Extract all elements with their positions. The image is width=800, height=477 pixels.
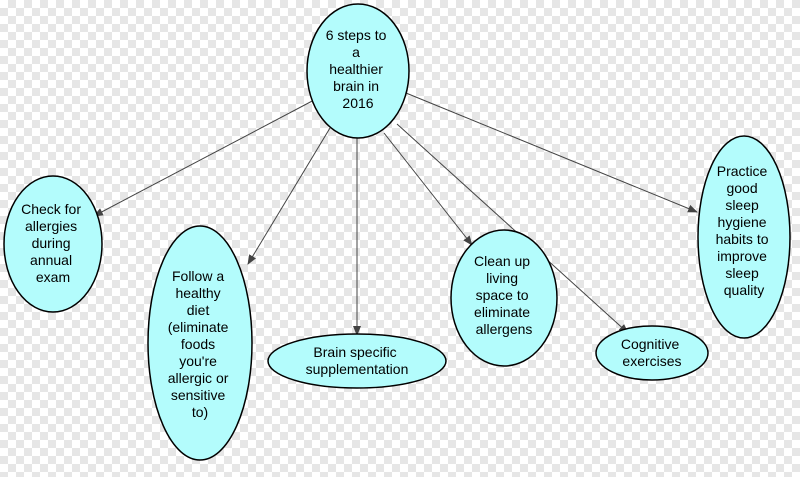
node-cognitive-line: exercises — [622, 353, 681, 369]
node-cognitive-line: Cognitive — [621, 336, 680, 352]
edge-center-to-diet — [247, 127, 331, 265]
edge-center-to-cognitive — [396, 123, 629, 334]
node-clean: Clean up living space to eliminate aller… — [450, 229, 558, 367]
node-sleep-line: quality — [724, 282, 764, 298]
node-center-line: healthier — [329, 61, 383, 77]
node-allergies-line: during — [32, 235, 71, 251]
node-diet-line: Follow a — [172, 268, 224, 284]
svg-text:Follow a healthy d: Follow a healthy diet (eliminate foods y… — [168, 268, 233, 420]
node-diet-line: allergic or — [168, 370, 229, 386]
node-allergies-line: annual — [30, 252, 72, 268]
node-sleep-line: hygiene — [718, 214, 767, 230]
node-sleep-line: habits to — [716, 231, 769, 247]
node-supplementation-line: Brain specific — [313, 344, 396, 360]
node-diet-line: to) — [192, 404, 208, 420]
node-allergies: Check for allergies during annual exam — [3, 175, 103, 313]
node-clean-line: space to — [476, 287, 529, 303]
svg-text:6 steps to a healt: 6 steps to a healthier brain in 2016 — [326, 27, 391, 111]
node-diet: Follow a healthy diet (eliminate foods y… — [147, 225, 253, 461]
node-sleep-line: improve — [717, 248, 767, 264]
node-clean-line: allergens — [476, 321, 533, 337]
node-diet-line: you're — [179, 353, 217, 369]
edge-center-to-clean — [383, 132, 473, 246]
node-allergies-line: allergies — [25, 218, 77, 234]
svg-text:Check for allergies: Check for allergies during annual exam — [21, 201, 85, 285]
node-center: 6 steps to a healthier brain in 2016 — [306, 3, 410, 139]
node-diet-line: (eliminate — [168, 319, 229, 335]
node-allergies-line: Check for — [21, 201, 81, 217]
node-diet-line: foods — [181, 336, 215, 352]
node-supplementation-line: supplementation — [306, 361, 409, 377]
node-supplementation: Brain specific supplementation — [267, 333, 447, 389]
node-clean-line: eliminate — [474, 304, 530, 320]
node-sleep-line: sleep — [725, 197, 759, 213]
svg-text:Clean up living sp: Clean up living space to eliminate aller… — [474, 253, 534, 337]
node-center-line: 2016 — [342, 95, 373, 111]
node-clean-line: living — [486, 270, 518, 286]
node-sleep: Practice good sleep hygiene habits to im… — [697, 135, 791, 339]
svg-text:Brain specific supplemen: Brain specific supplementation — [306, 344, 409, 377]
connectors — [93, 92, 698, 336]
node-sleep-line: good — [726, 180, 757, 196]
svg-text:Cognitive exercises: Cognitive exercises — [621, 336, 683, 369]
node-clean-line: Clean up — [474, 253, 530, 269]
node-center-line: 6 steps to — [326, 27, 387, 43]
svg-text:Practice good slee: Practice good sleep hygiene habits to im… — [716, 163, 773, 298]
node-cognitive: Cognitive exercises — [595, 325, 709, 381]
node-diet-line: sensitive — [171, 387, 226, 403]
node-sleep-line: Practice — [717, 163, 768, 179]
edge-center-to-sleep — [405, 92, 698, 213]
node-diet-line: healthy — [175, 285, 220, 301]
node-center-line: brain in — [333, 78, 379, 94]
node-allergies-line: exam — [36, 269, 70, 285]
edge-center-to-allergies — [93, 98, 317, 217]
node-center-line: a — [352, 44, 360, 60]
node-sleep-line: sleep — [725, 265, 759, 281]
node-diet-line: diet — [187, 302, 210, 318]
